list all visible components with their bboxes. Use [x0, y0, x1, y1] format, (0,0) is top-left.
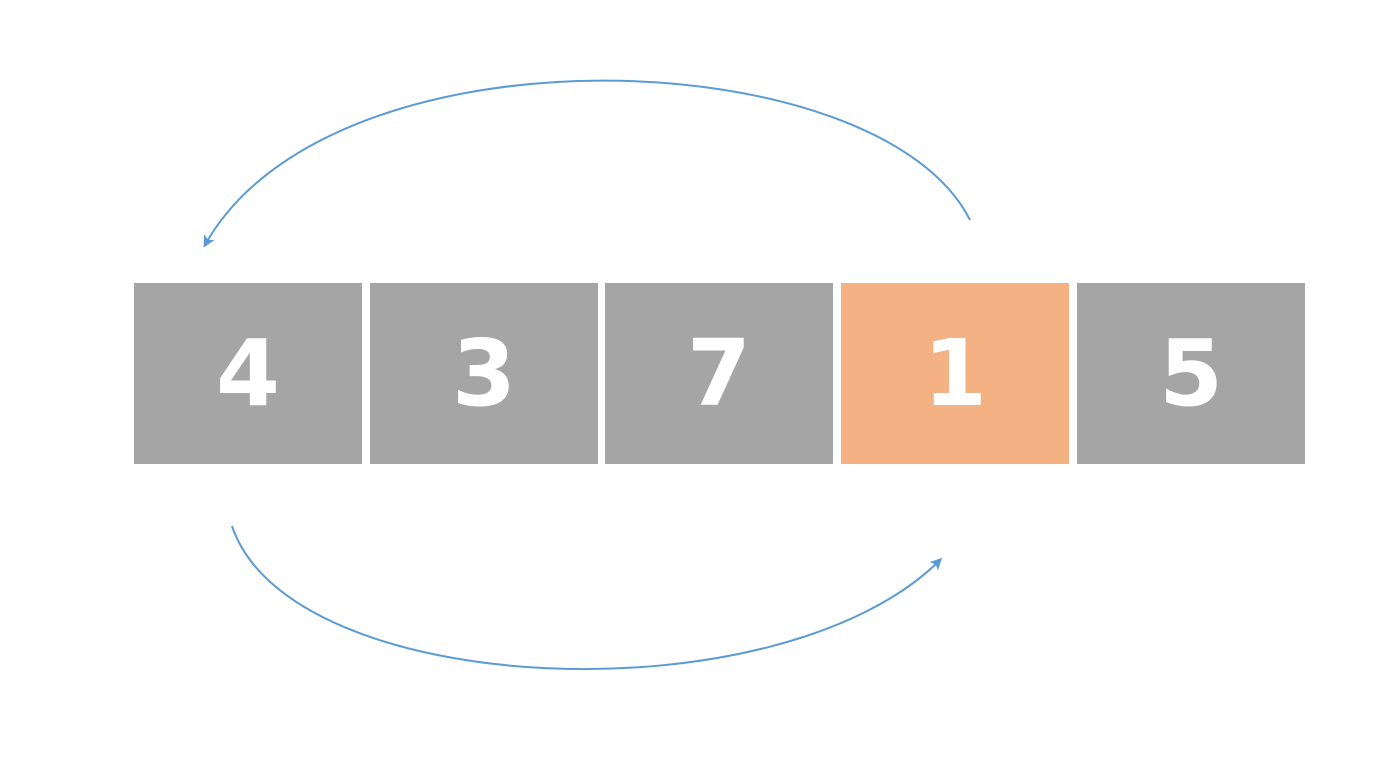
- array-cell-3-highlighted: 1: [841, 283, 1069, 464]
- array-cell-0: 4: [134, 283, 362, 464]
- cell-value: 1: [922, 320, 987, 427]
- array-cell-1: 3: [370, 283, 598, 464]
- top-arrow: [203, 79, 971, 248]
- array-cell-4: 5: [1077, 283, 1305, 464]
- cell-value: 7: [686, 320, 751, 427]
- array-cell-2: 7: [605, 283, 833, 464]
- cell-value: 4: [215, 320, 280, 427]
- bottom-arrow: [231, 525, 943, 671]
- cell-value: 3: [451, 320, 516, 427]
- cell-value: 5: [1158, 320, 1223, 427]
